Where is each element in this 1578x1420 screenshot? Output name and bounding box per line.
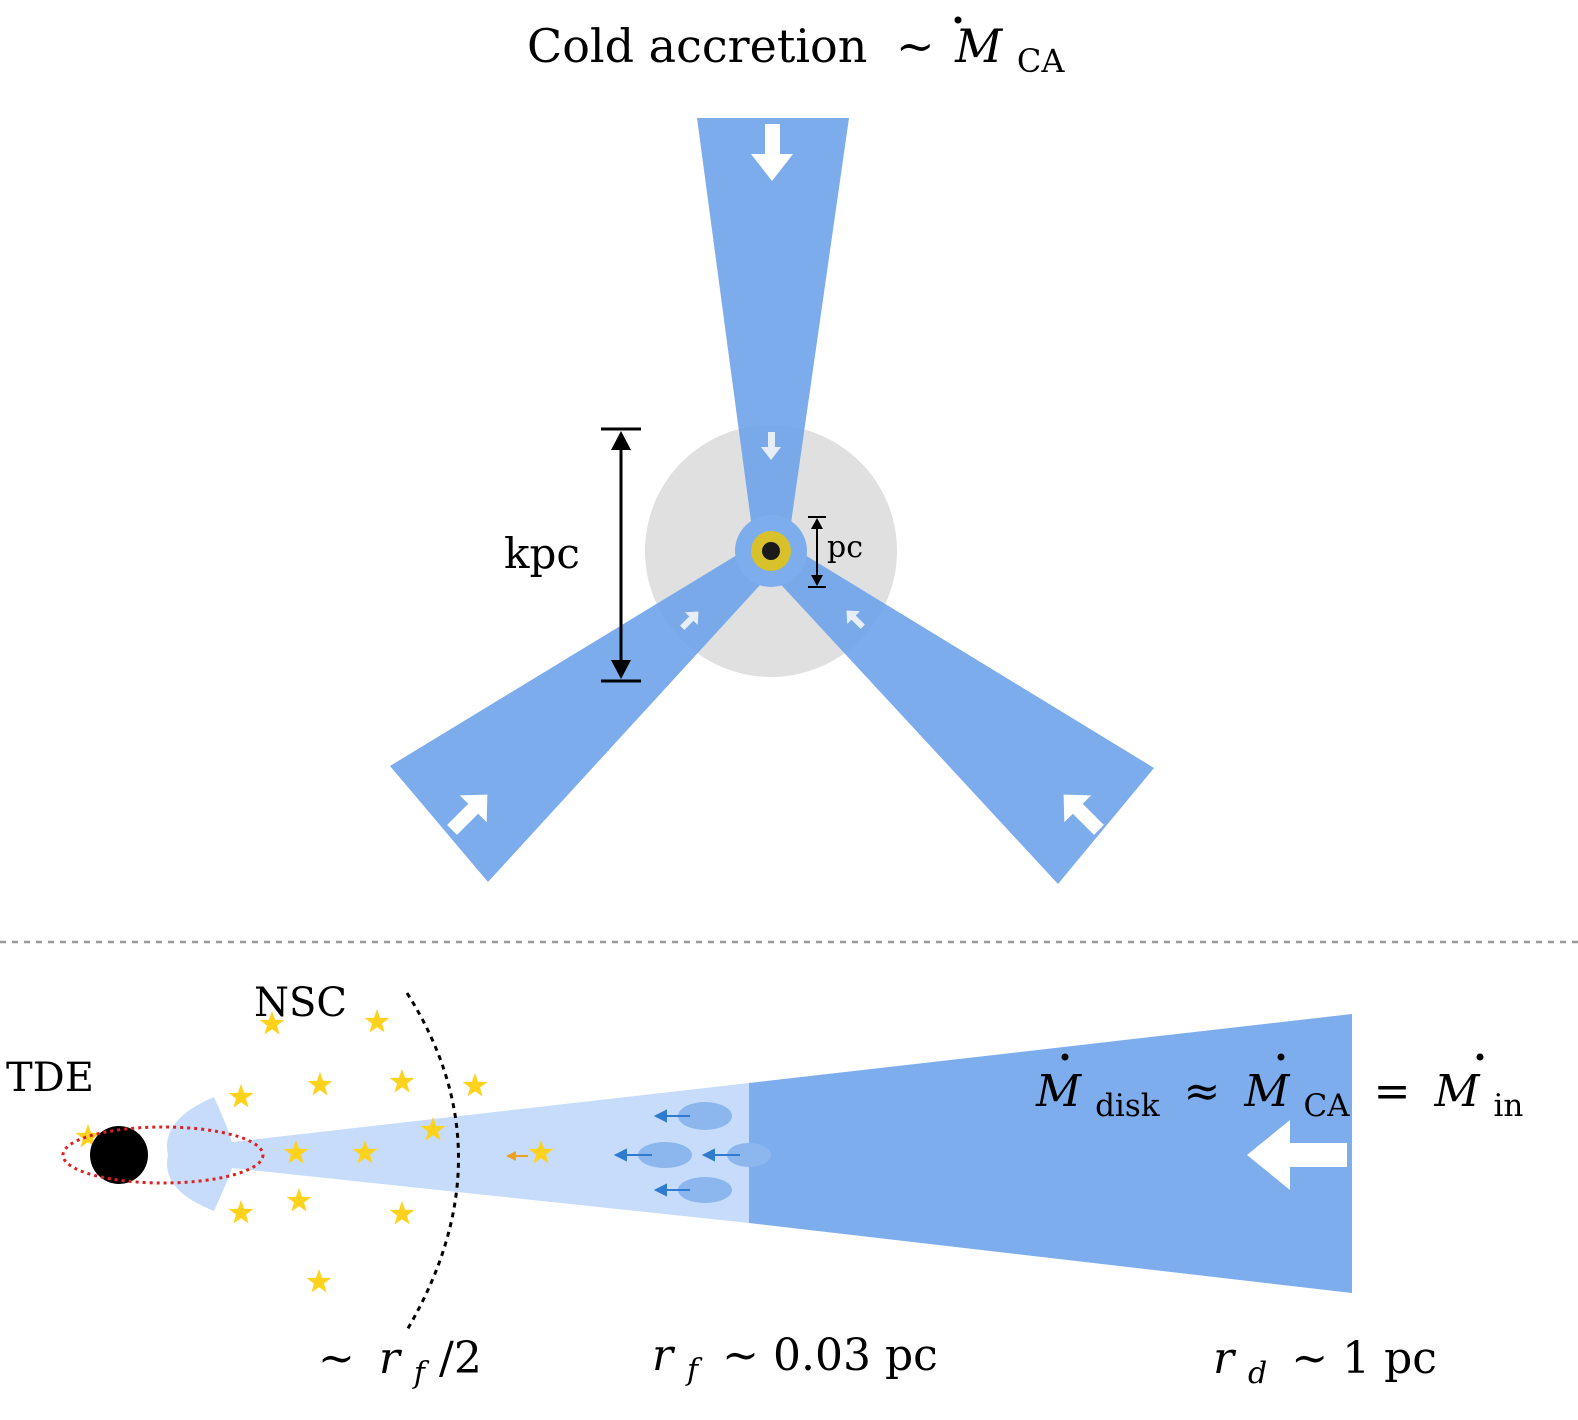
rf-half-arc bbox=[405, 992, 460, 1331]
rd-label: r d ~ 1 pc bbox=[1213, 1333, 1437, 1394]
star-inflow-arrow bbox=[506, 1151, 528, 1161]
arrow-icon-small-top bbox=[761, 432, 781, 460]
outer-disk bbox=[749, 1014, 1352, 1293]
gas-clump bbox=[678, 1102, 732, 1130]
arrow-icon-left bbox=[447, 794, 488, 835]
disk-rate-equation: M disk ≈ M CA = M in bbox=[1035, 1066, 1523, 1127]
arrow-icon-inflow bbox=[1247, 1120, 1347, 1190]
kpc-scale-bar bbox=[601, 427, 641, 683]
rf-label: r f ~ 0.03 pc bbox=[652, 1330, 938, 1391]
title-mdot bbox=[954, 16, 962, 24]
star-icon bbox=[286, 1188, 312, 1212]
tde-label: TDE bbox=[6, 1055, 94, 1101]
gas-clump bbox=[678, 1177, 732, 1203]
star-icon bbox=[389, 1069, 415, 1093]
star-icon bbox=[228, 1084, 254, 1108]
star-icon bbox=[306, 1269, 332, 1293]
clump-arrows bbox=[613, 1109, 740, 1197]
cold-stream-right bbox=[760, 541, 1154, 884]
top-title: Cold accretion ~ M CA bbox=[527, 19, 1065, 80]
kpc-label: kpc bbox=[504, 529, 580, 578]
pc-label: pc bbox=[827, 530, 863, 565]
gas-clump bbox=[638, 1142, 692, 1168]
central-black-hole bbox=[762, 542, 780, 560]
star-icon bbox=[307, 1072, 333, 1096]
black-hole bbox=[90, 1126, 148, 1184]
star-icon bbox=[228, 1200, 254, 1224]
top-panel: Cold accretion ~ M CA bbox=[390, 16, 1154, 884]
arrow-icon-top bbox=[751, 124, 793, 181]
tde-orbit bbox=[61, 1125, 265, 1185]
star-icon bbox=[389, 1201, 415, 1225]
arrow-icon-right bbox=[1063, 794, 1104, 835]
arrow-icon-small-left bbox=[680, 611, 699, 630]
equation-mdots bbox=[1061, 1053, 1484, 1061]
arrow-icon-small-right bbox=[846, 610, 865, 629]
star-icon bbox=[462, 1073, 488, 1097]
star-icon bbox=[364, 1009, 390, 1033]
cold-stream-left bbox=[390, 541, 782, 882]
nsc-label: NSC bbox=[254, 980, 347, 1026]
inner-flare bbox=[166, 1097, 260, 1211]
cold-stream-top bbox=[697, 118, 849, 551]
gas-clump bbox=[727, 1143, 771, 1167]
bottom-panel: NSC TDE M disk ≈ M CA = M in ~ r f /2 r bbox=[6, 980, 1523, 1394]
pc-scale-bar bbox=[808, 516, 826, 588]
rf-half-label: ~ r f /2 bbox=[318, 1333, 482, 1394]
inner-disk bbox=[232, 1083, 749, 1223]
